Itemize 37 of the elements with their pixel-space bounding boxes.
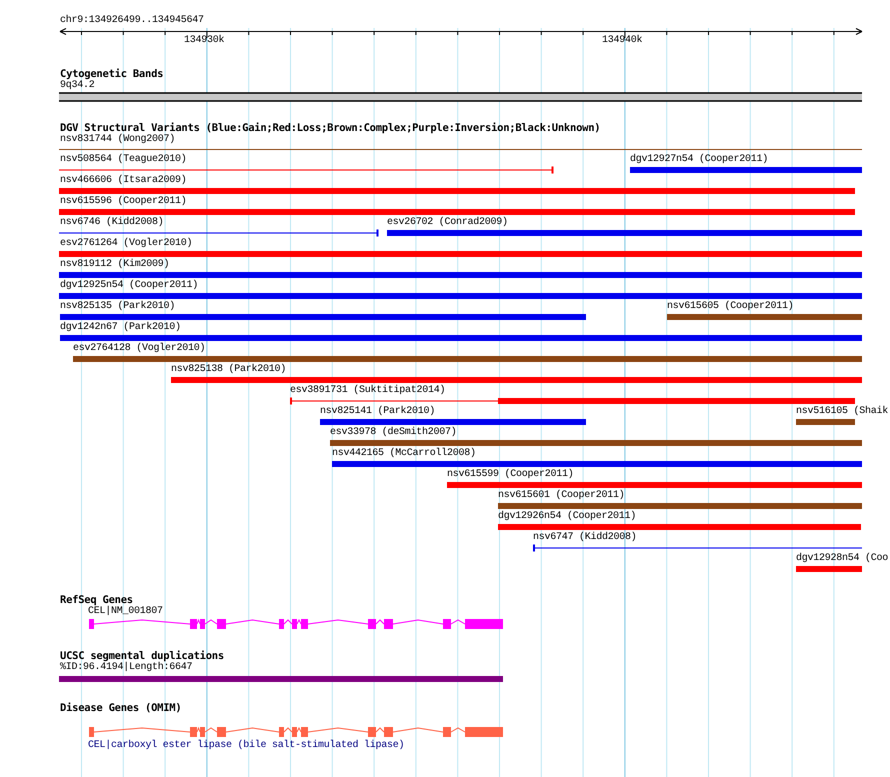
variant-label: nsv442165 (McCarroll2008) [332, 448, 476, 460]
variant-label: esv2764128 (Vogler2010) [73, 343, 206, 355]
variant-label: nsv6747 (Kidd2008) [533, 532, 637, 544]
track-label: nsv831744 (Wong2007) [60, 134, 176, 146]
track-title: RefSeq Genes [60, 594, 133, 606]
variant-label: nsv825135 (Park2010) [60, 301, 176, 313]
variant-label: dgv12927n54 (Cooper2011) [630, 154, 768, 166]
variant-label: dgv12928n54 (Coo [796, 553, 888, 565]
variant-label: nsv516105 (Shaik [796, 406, 888, 418]
variant-label: nsv825141 (Park2010) [320, 406, 436, 418]
track-label: 9q34.2 [60, 80, 95, 92]
variant-label: nsv466606 (Itsara2009) [60, 175, 187, 187]
axis-tick-label: 134940k [602, 35, 642, 47]
variant-label: nsv819112 (Kim2009) [60, 259, 170, 271]
variant-label: nsv508564 (Teague2010) [60, 154, 187, 166]
variant-label: nsv825138 (Park2010) [171, 364, 286, 376]
track-title: UCSC segmental duplications [60, 650, 224, 662]
variant-label: dgv12926n54 (Cooper2011) [498, 511, 636, 523]
variant-label: nsv615601 (Cooper2011) [498, 490, 625, 502]
axis-tick-label: 134930k [184, 35, 224, 47]
variant-label: esv3891731 (Suktitipat2014) [290, 385, 446, 397]
track-label: %ID:96.4194|Length:6647 [60, 662, 192, 674]
variant-label: dgv12925n54 (Cooper2011) [60, 280, 198, 292]
track-label: CEL|NM_001807 [88, 606, 163, 618]
track-title: DGV Structural Variants (Blue:Gain;Red:Loss;Brown:Complex;Purple:Inversion;Black:Unknown) [60, 122, 600, 134]
variant-label: nsv615599 (Cooper2011) [447, 469, 574, 481]
variant-label: nsv615605 (Cooper2011) [667, 301, 794, 313]
track-label: chr9:134926499..134945647 [60, 15, 204, 27]
track-title: Cytogenetic Bands [60, 68, 164, 80]
variant-label: esv2761264 (Vogler2010) [60, 238, 192, 250]
variant-label: nsv6746 (Kidd2008) [60, 217, 164, 229]
variant-label: nsv615596 (Cooper2011) [60, 196, 187, 208]
variant-label: dgv1242n67 (Park2010) [60, 322, 181, 334]
gene-label: CEL|carboxyl ester lipase (bile salt-stimulated lipase) [88, 740, 404, 752]
variant-label: esv26702 (Conrad2009) [387, 217, 508, 229]
variant-label: esv33978 (deSmith2007) [330, 427, 457, 439]
track-title: Disease Genes (OMIM) [60, 702, 182, 714]
